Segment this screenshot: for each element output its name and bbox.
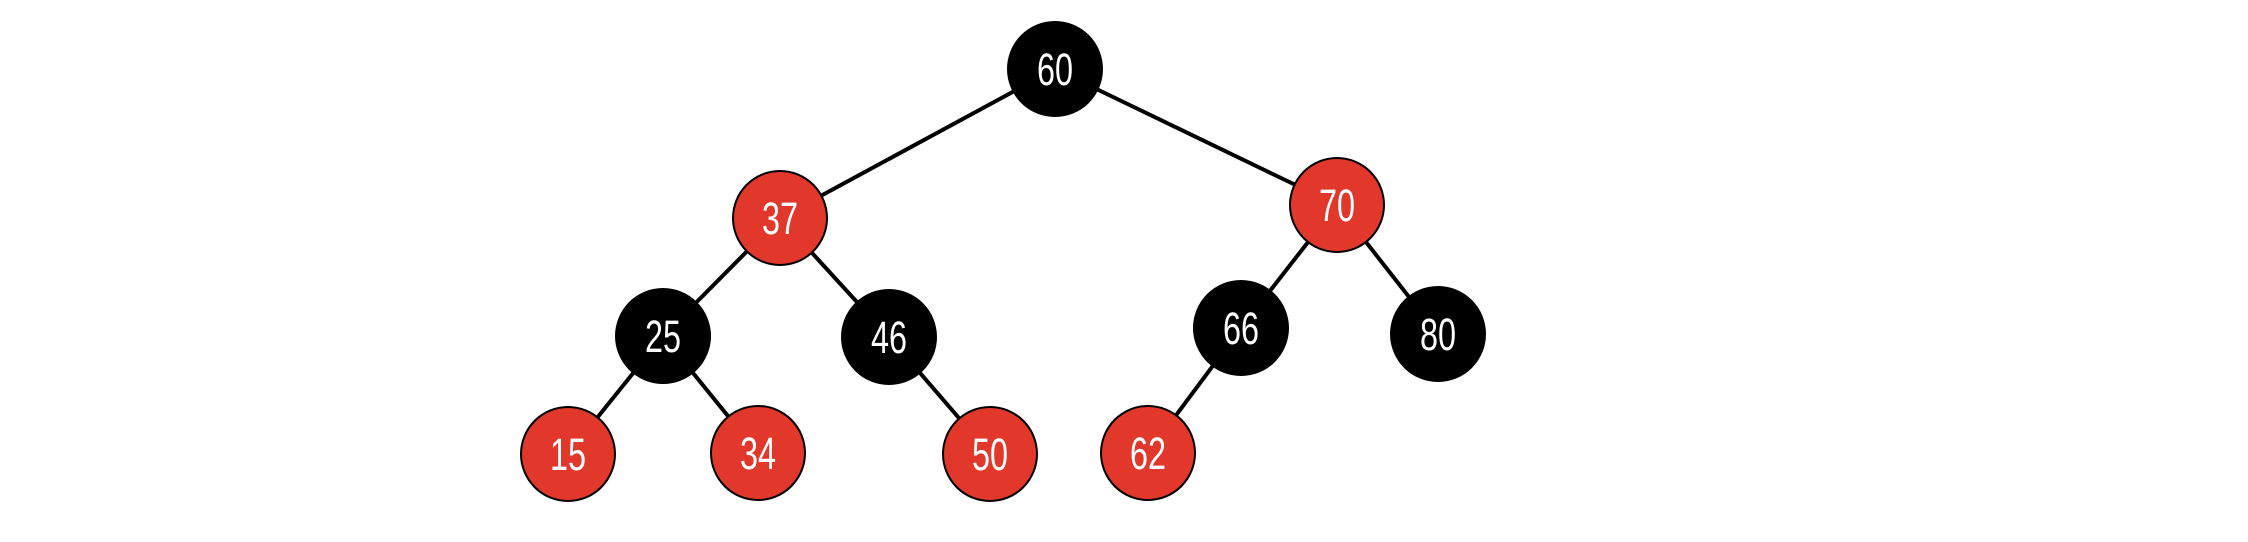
- tree-node-66: 66: [1193, 280, 1289, 376]
- tree-node-15: 15: [520, 406, 616, 502]
- node-label: 46: [871, 314, 907, 363]
- node-circle-black: [841, 289, 937, 385]
- node-circle-red: [942, 406, 1038, 502]
- tree-node-62: 62: [1100, 405, 1196, 501]
- node-label: 50: [972, 431, 1008, 480]
- node-circle-black: [1193, 280, 1289, 376]
- node-label: 37: [762, 195, 798, 244]
- node-circle-black: [615, 288, 711, 384]
- node-circle-red: [520, 406, 616, 502]
- node-circle-black: [1390, 286, 1486, 382]
- node-label: 15: [550, 431, 586, 480]
- tree-node-60: 60: [1007, 21, 1103, 117]
- node-circle-red: [732, 170, 828, 266]
- node-circle-red: [710, 405, 806, 501]
- node-label: 80: [1420, 311, 1456, 360]
- tree-edge-60-37: [779, 67, 1056, 220]
- node-label: 60: [1037, 46, 1073, 95]
- tree-edge-60-70: [1054, 67, 1338, 207]
- node-label: 62: [1130, 430, 1166, 479]
- node-circle-red: [1100, 405, 1196, 501]
- node-label: 66: [1223, 305, 1259, 354]
- tree-node-25: 25: [615, 288, 711, 384]
- node-circle-red: [1289, 157, 1385, 253]
- tree-node-70: 70: [1289, 157, 1385, 253]
- tree-node-46: 46: [841, 289, 937, 385]
- tree-node-37: 37: [732, 170, 828, 266]
- tree-node-50: 50: [942, 406, 1038, 502]
- node-label: 25: [645, 313, 681, 362]
- tree-node-34: 34: [710, 405, 806, 501]
- tree-node-80: 80: [1390, 286, 1486, 382]
- node-label: 70: [1319, 182, 1355, 231]
- node-label: 34: [740, 430, 776, 479]
- node-circle-black: [1007, 21, 1103, 117]
